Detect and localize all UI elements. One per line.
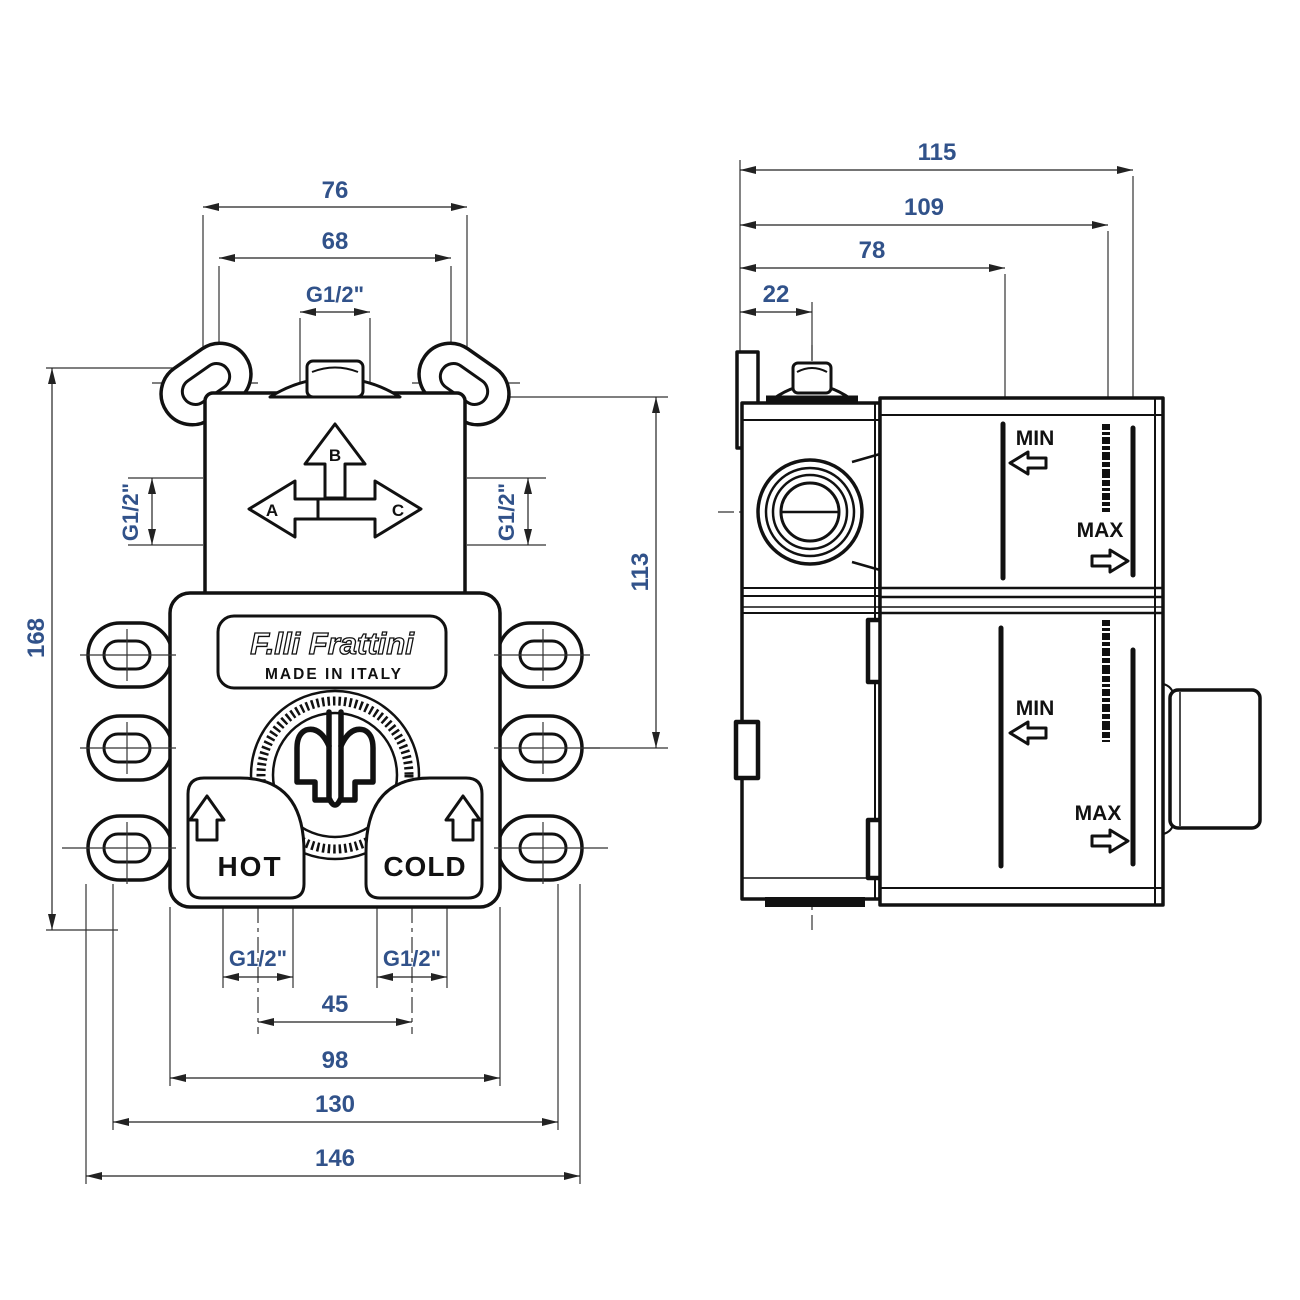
dim-78-label: 78 bbox=[859, 237, 886, 264]
arrow-c-label: C bbox=[392, 501, 404, 520]
front-view: 76 68 G1/2" 168 G1/2" G1/2" 113 G1/2" G1… bbox=[23, 177, 668, 1184]
dim-146-label: 146 bbox=[315, 1145, 355, 1172]
side-view: 115 109 78 22 bbox=[718, 139, 1262, 930]
cold-up-arrow-icon bbox=[444, 794, 482, 842]
front-extension-lines bbox=[46, 215, 668, 1184]
min-bottom-left-arrow-icon bbox=[1008, 720, 1048, 746]
made-in-italy-text: MADE IN ITALY bbox=[265, 666, 403, 683]
cold-panel: COLD bbox=[364, 776, 484, 900]
cartridge-box bbox=[878, 396, 1165, 907]
dim-g12-cold-label: G1/2" bbox=[383, 946, 441, 971]
arrow-c-right bbox=[316, 479, 423, 539]
emblem-trident-glyph bbox=[294, 709, 376, 808]
hot-up-arrow-icon bbox=[188, 794, 226, 842]
min-bottom-label: MIN bbox=[1016, 697, 1055, 720]
min-top-label: MIN bbox=[1016, 427, 1055, 450]
dim-115-label: 115 bbox=[918, 139, 957, 166]
min-top-left-arrow-icon bbox=[1008, 450, 1048, 476]
ear-crosshairs bbox=[62, 629, 608, 884]
max-bottom-label: MAX bbox=[1075, 802, 1122, 825]
emblem-knurl-ring bbox=[256, 696, 414, 854]
upper-adjustment-panel: MIN MAX bbox=[1000, 421, 1136, 581]
side-inlet-port bbox=[756, 452, 881, 572]
brand-emblem bbox=[249, 689, 421, 861]
dim-113-label: 113 bbox=[627, 553, 654, 592]
side-inlet-spigot bbox=[766, 361, 858, 405]
arrow-b-label: B bbox=[329, 446, 341, 465]
cold-label: COLD bbox=[383, 851, 466, 882]
clip-left bbox=[733, 719, 761, 781]
brand-logo-text: F.lli Frattini bbox=[250, 626, 415, 661]
base-foot bbox=[765, 897, 865, 907]
dim-109-label: 109 bbox=[904, 194, 944, 221]
hot-panel: HOT bbox=[186, 776, 306, 900]
dim-45-label: 45 bbox=[322, 991, 349, 1018]
lower-adjustment-panel: MIN MAX bbox=[998, 620, 1136, 869]
max-top-right-arrow-icon bbox=[1090, 548, 1130, 574]
arrow-b-up bbox=[303, 422, 367, 500]
brand-plate: F.lli Frattini MADE IN ITALY bbox=[216, 614, 448, 690]
max-top-label: MAX bbox=[1077, 519, 1124, 542]
outlet-block bbox=[1162, 683, 1262, 835]
dim-g12-right-label: G1/2" bbox=[494, 483, 519, 541]
top-inlet-spigot bbox=[268, 359, 402, 399]
flow-arrows: B A C bbox=[247, 422, 423, 539]
side-dimension-lines bbox=[740, 166, 1133, 316]
dim-68-label: 68 bbox=[322, 228, 349, 255]
dim-22-label: 22 bbox=[763, 281, 790, 308]
dim-98-label: 98 bbox=[322, 1047, 349, 1074]
hot-label: HOT bbox=[217, 851, 282, 882]
front-dimension-lines bbox=[48, 203, 660, 1180]
max-bottom-right-arrow-icon bbox=[1090, 828, 1130, 854]
dim-168-label: 168 bbox=[23, 618, 50, 658]
dim-g12-left-label: G1/2" bbox=[118, 483, 143, 541]
dim-g12-top-label: G1/2" bbox=[306, 282, 364, 307]
dim-g12-hot-label: G1/2" bbox=[229, 946, 287, 971]
dim-76-label: 76 bbox=[322, 177, 349, 204]
arrow-a-label: A bbox=[266, 501, 278, 520]
dim-130-label: 130 bbox=[315, 1091, 355, 1118]
